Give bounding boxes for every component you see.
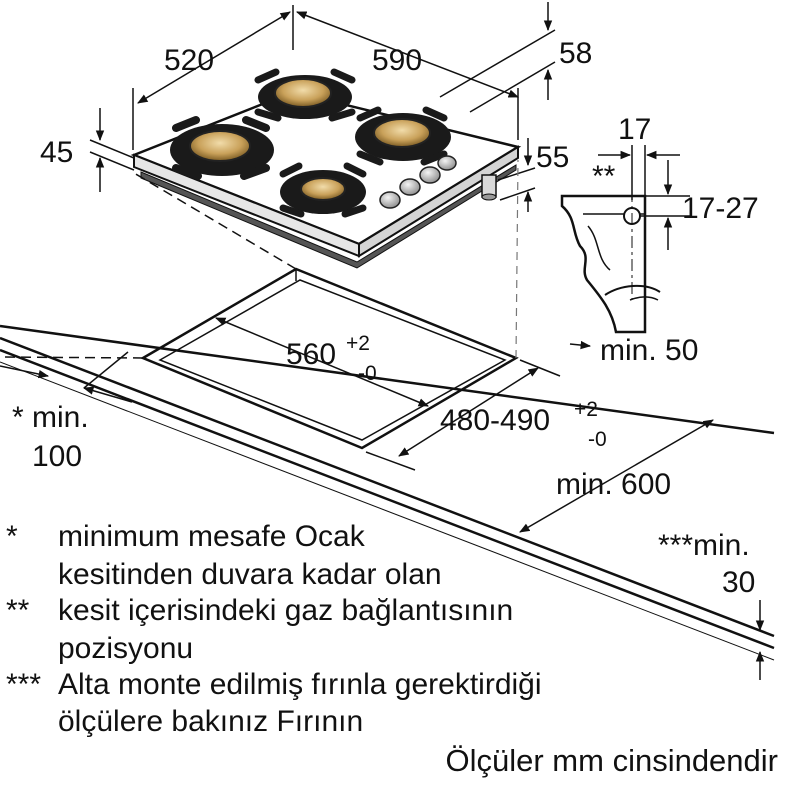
- dim-lines-section: [598, 145, 690, 250]
- note-1-line-2: kesitinden duvara kadar olan: [58, 558, 442, 591]
- dim-min-50: min. 50: [600, 334, 698, 367]
- note-3-mark: ***: [6, 668, 42, 701]
- dim-560-tol-minus: -0: [358, 362, 377, 385]
- control-knobs: [379, 155, 457, 209]
- dim-55: 55: [536, 141, 569, 174]
- burner-rear: [254, 68, 356, 122]
- dim-min-100-mark: *: [12, 401, 24, 434]
- burner-left: [170, 116, 274, 180]
- dim-45: 45: [40, 136, 73, 169]
- dim-min-30-value: 30: [722, 566, 755, 599]
- units-caption: Ölçüler mm cinsindendir: [445, 743, 779, 778]
- dim-17-27: 17-27: [682, 192, 759, 225]
- gas-connection-mark: **: [592, 160, 616, 193]
- dim-min-100-value: 100: [32, 440, 82, 473]
- dim-17: 17: [618, 113, 651, 146]
- note-1-mark: *: [6, 520, 18, 553]
- dim-min-600: min. 600: [556, 468, 671, 501]
- dim-480-490: 480-490: [440, 404, 550, 437]
- note-1-line-1: minimum mesafe Ocak: [58, 520, 365, 553]
- dim-min-100-label: min.: [32, 401, 89, 434]
- dim-min-30-label: ***min.: [658, 529, 750, 562]
- dim-480-tol-minus: -0: [588, 428, 607, 451]
- dim-560-tol-plus: +2: [346, 332, 370, 355]
- note-2-line-2: pozisyonu: [58, 632, 194, 665]
- dim-590: 590: [372, 44, 422, 77]
- cutout: [0, 159, 519, 450]
- dim-560: 560: [286, 338, 336, 371]
- note-2-mark: **: [6, 594, 30, 627]
- gas-connector: [481, 174, 497, 201]
- note-3-line-1: Alta monte edilmiş fırınla gerektirdiği: [58, 668, 542, 701]
- note-2-line-1: kesit içerisindeki gaz bağlantısının: [58, 594, 514, 627]
- note-3-line-2: ölçülere bakınız Fırının: [58, 705, 364, 738]
- dim-520: 520: [164, 44, 214, 77]
- dim-480-tol-plus: +2: [574, 398, 598, 421]
- dim-lines-cutout: [0, 317, 765, 680]
- gas-connection-section: [560, 190, 661, 334]
- dim-lines-hob: [89, 2, 556, 212]
- burner-front: [279, 162, 367, 218]
- dim-58: 58: [559, 37, 592, 70]
- burner-right: [355, 106, 451, 166]
